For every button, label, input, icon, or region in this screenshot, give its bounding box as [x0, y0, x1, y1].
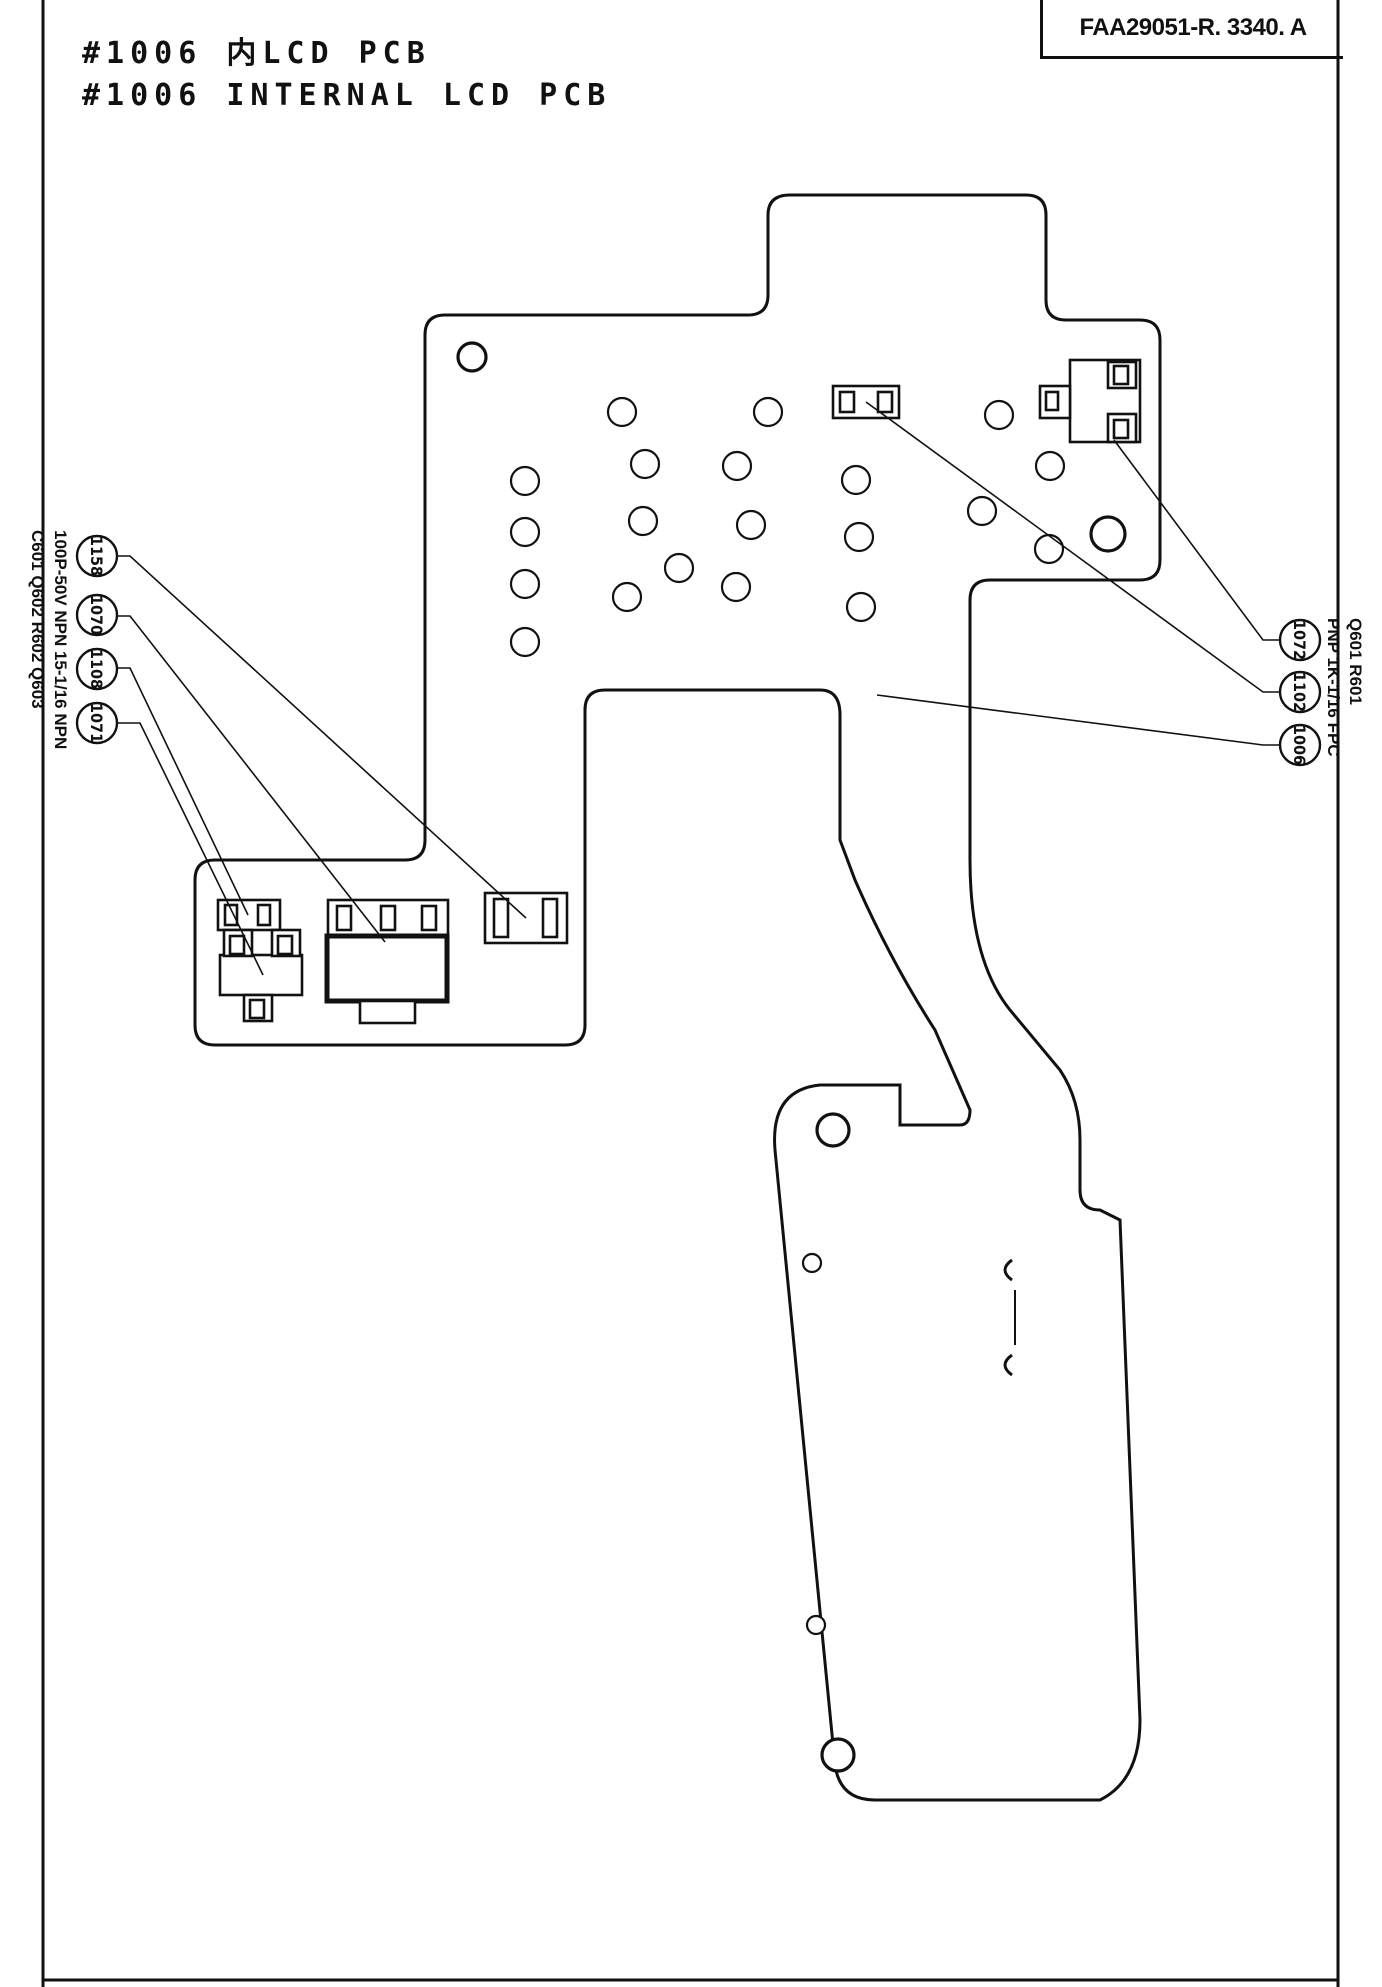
page-title-japanese: #1006 内LCD PCB — [82, 36, 431, 71]
left-part-label-2: C601 Q602 R602 Q603 — [28, 530, 47, 709]
callout-number: 1158 — [87, 536, 106, 576]
right-leader-lines — [865, 401, 1280, 746]
mounting-hole — [815, 1112, 851, 1148]
mounting-hole — [1089, 515, 1127, 553]
transistor-q601 — [1038, 358, 1142, 444]
mounting-hole — [820, 1737, 856, 1773]
page-title-english: #1006 INTERNAL LCD PCB — [82, 78, 612, 113]
via-holes — [509, 396, 1066, 658]
left-leader-lines — [113, 555, 527, 976]
callout-number: 1102 — [1290, 672, 1309, 712]
transistor-q602 — [324, 898, 450, 1025]
small-hole — [801, 1252, 823, 1274]
callout-number: 1070 — [87, 595, 106, 635]
pcb-edge-notch-upper — [1003, 1258, 1013, 1282]
mounting-hole — [456, 341, 488, 373]
drawing-code-box: FAA29051-R. 3340. A — [1040, 0, 1343, 59]
left-part-label-1: 100P-50V NPN 15-1/16 NPN — [51, 530, 70, 749]
pcb-edge-notch-lower — [1003, 1353, 1013, 1377]
transistor-q603 — [218, 928, 304, 1023]
callout-number: 1108 — [87, 649, 106, 689]
right-part-label-2: Q601 R601 — [1346, 618, 1365, 705]
chip-component-r602 — [216, 898, 282, 932]
callout-number: 1072 — [1290, 620, 1309, 660]
callout-number: 1071 — [87, 703, 106, 743]
left-callout-bubbles: 1158 1070 1108 1071 — [75, 534, 119, 745]
callout-number: 1006 — [1290, 725, 1309, 765]
right-part-label-1: PNP 1K-1/16 FPC — [1324, 618, 1343, 757]
pcb-outline — [193, 193, 1162, 1802]
right-callout-bubbles: 1072 1102 1006 — [1278, 618, 1322, 767]
small-hole — [805, 1614, 827, 1636]
